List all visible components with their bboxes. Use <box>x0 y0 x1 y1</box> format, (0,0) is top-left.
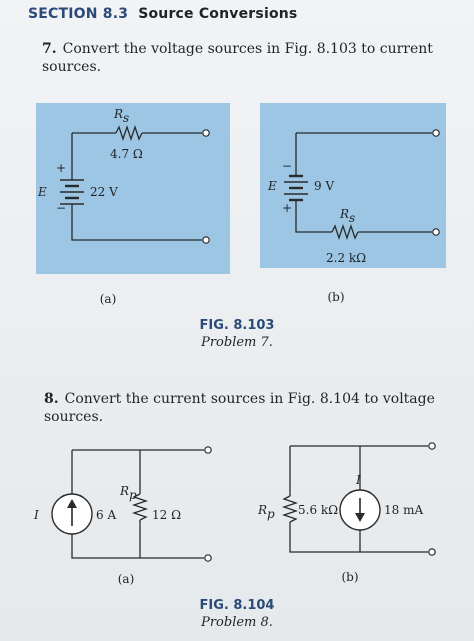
fig-8-103-caption: FIG. 8.103 Problem 7. <box>0 318 474 350</box>
fig-8-103-label: FIG. 8.103 <box>199 318 275 333</box>
e-value-a: 22 V <box>90 185 118 199</box>
terminal-a-top <box>202 129 210 137</box>
terminal-104b-bottom <box>428 548 436 556</box>
problem-7-text: Convert the voltage sources in Fig. 8.10… <box>42 41 433 75</box>
battery-b <box>284 174 308 202</box>
rp-sub-b: p <box>267 507 275 521</box>
plus-b: + <box>282 201 292 215</box>
resistor-rs-a <box>115 124 143 142</box>
problem-7-number: 7. <box>42 41 57 57</box>
plus-a: + <box>56 161 66 175</box>
terminal-104a-bottom <box>204 554 212 562</box>
i-label-b: I <box>355 473 361 487</box>
rp-sub-a: p <box>129 488 137 502</box>
fig104-b-caption: (b) <box>341 570 359 584</box>
problem-7: 7.Convert the voltage sources in Fig. 8.… <box>42 40 474 76</box>
fig103-b-caption: (b) <box>327 290 345 304</box>
section-header: SECTION 8.3 Source Conversions <box>28 6 297 22</box>
section-label: SECTION 8.3 <box>28 6 129 22</box>
i-value-a: 6 A <box>96 508 116 522</box>
fig104-a-caption: (a) <box>117 572 135 586</box>
resistor-rs-b <box>331 223 359 241</box>
rs-sub-a: s <box>123 111 129 125</box>
rp-value-b: 5.6 kΩ <box>298 503 338 517</box>
resistor-rp-b <box>281 495 299 523</box>
arrow-up-icon <box>67 499 77 508</box>
fig-8-103-problem: Problem 7. <box>201 335 273 350</box>
i-label-a: I <box>33 508 39 522</box>
rs-value-a: 4.7 Ω <box>110 147 143 161</box>
rp-label-a: R <box>119 484 129 498</box>
fig-8-104-caption: FIG. 8.104 Problem 8. <box>0 598 474 630</box>
terminal-b-bottom <box>432 228 440 236</box>
terminal-104b-top <box>428 442 436 450</box>
minus-a: − <box>56 201 66 215</box>
e-label-b: E <box>267 179 277 193</box>
resistor-rp-a <box>131 493 149 521</box>
minus-b: − <box>282 159 292 173</box>
blue-panel-b <box>260 103 446 268</box>
battery-a <box>60 179 84 205</box>
problem-8-text: Convert the current sources in Fig. 8.10… <box>44 391 435 425</box>
arrow-down-icon <box>355 513 365 522</box>
i-value-b: 18 mA <box>384 503 423 517</box>
problem-8: 8.Convert the current sources in Fig. 8.… <box>44 390 474 426</box>
terminal-a-bottom <box>202 236 210 244</box>
problem-8-number: 8. <box>44 391 59 407</box>
rs-sub-b: s <box>349 211 355 225</box>
section-name: Source Conversions <box>138 6 298 22</box>
rp-value-a: 12 Ω <box>152 508 181 522</box>
rs-label-a: R <box>113 107 123 121</box>
fig103-a-caption: (a) <box>99 292 117 306</box>
rp-label-b: R <box>257 503 267 517</box>
e-label-a: E <box>37 185 47 199</box>
fig-8-104-problem: Problem 8. <box>201 615 273 630</box>
rs-label-b: R <box>339 207 349 221</box>
terminal-104a-top <box>204 446 212 454</box>
e-value-b: 9 V <box>314 179 334 193</box>
fig-8-104-label: FIG. 8.104 <box>199 598 275 613</box>
rs-value-b: 2.2 kΩ <box>326 251 366 265</box>
terminal-b-top <box>432 129 440 137</box>
